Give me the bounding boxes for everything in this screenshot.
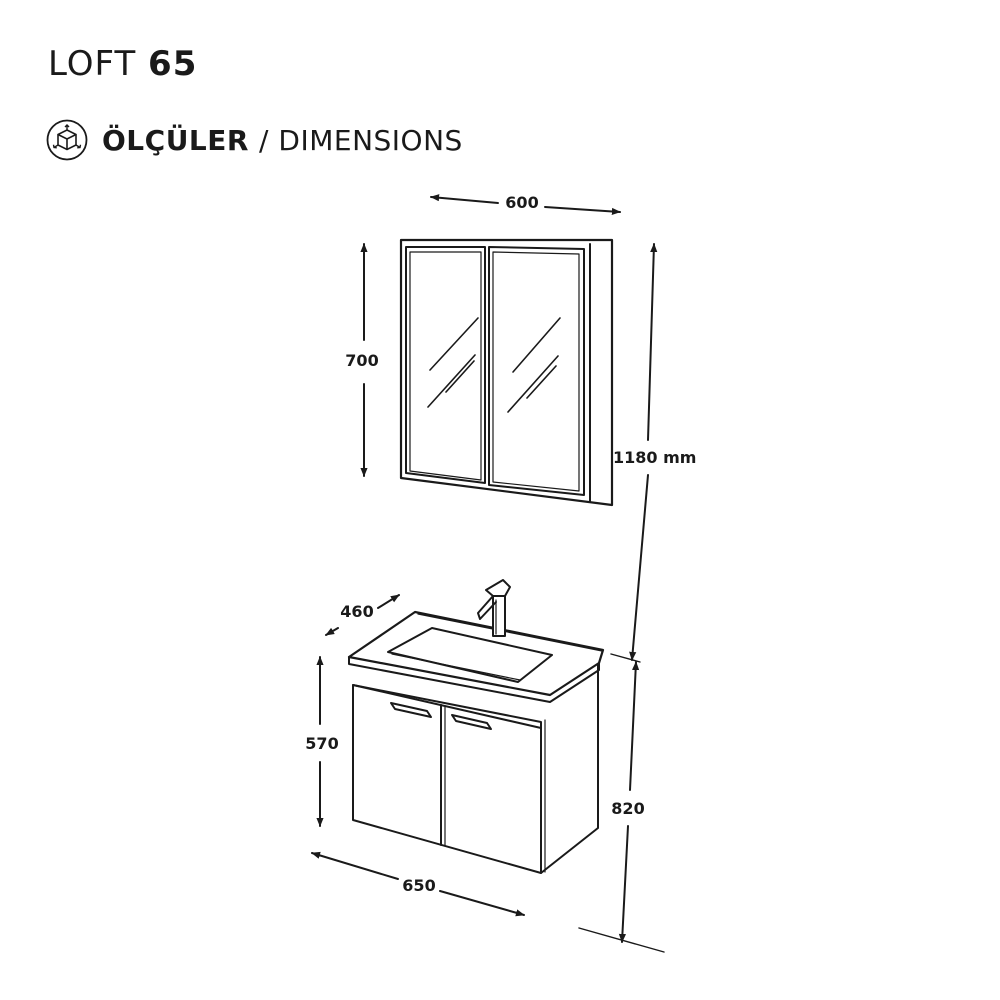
mirror-cabinet <box>399 238 614 507</box>
faucet <box>477 579 511 637</box>
vanity-cabinet <box>347 610 605 874</box>
mirror-reflection-right <box>507 317 561 413</box>
product-size: 65 <box>148 44 198 84</box>
dim-cabinet-width: 650 <box>402 876 435 895</box>
page-title: LOFT 65 <box>48 44 197 84</box>
mirror-reflection-left <box>427 317 479 408</box>
dim-total-height: 1180 mm <box>613 448 696 467</box>
section-title-en: DIMENSIONS <box>278 123 463 157</box>
section-heading: ÖLÇÜLER / DIMENSIONS <box>46 118 463 162</box>
section-separator: / <box>258 123 269 157</box>
dimensions-cube-icon <box>46 119 88 161</box>
dim-mirror-width: 600 <box>505 193 538 212</box>
dim-mount-height: 820 <box>611 799 644 818</box>
section-title-tr: ÖLÇÜLER <box>102 123 249 157</box>
dim-cabinet-depth: 460 <box>340 602 373 621</box>
dim-cabinet-height: 570 <box>305 734 338 753</box>
dim-mirror-height: 700 <box>345 351 378 370</box>
product-name: LOFT <box>48 44 137 84</box>
